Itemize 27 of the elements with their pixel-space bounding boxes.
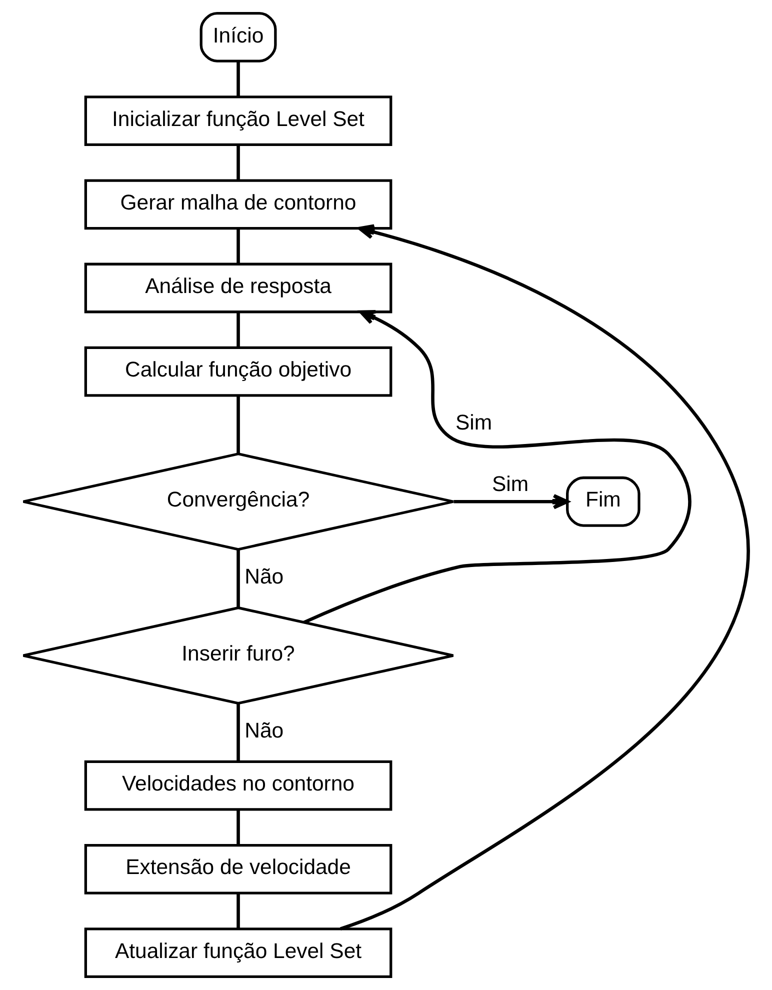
connector [236,704,240,762]
connector [236,62,240,97]
edge-label: Sim [492,472,529,496]
node-box: Extensão de velocidade [84,844,392,894]
node-box: Velocidades no contorno [84,760,392,811]
arrow [340,224,750,930]
arrow [303,310,692,624]
connector [236,145,240,180]
node-box: Atualizar função Level Set [84,928,392,978]
node-box: Análise de resposta [84,262,392,314]
node-box: Fim [566,476,640,527]
connector [236,894,240,929]
node-box: Início [200,12,277,62]
connector [236,312,240,348]
node-box: Inicializar função Level Set [84,96,392,146]
node-diamond: Inserir furo? [22,606,455,705]
connector [236,228,240,264]
edge-label: Não [244,720,284,743]
connector [236,810,240,846]
connector [236,396,240,454]
connector [236,550,240,608]
node-box: Calcular função objetivo [84,346,392,397]
edge-label: Sim [456,412,492,435]
edge-label: Não [244,566,284,589]
arrow [454,494,569,510]
node-box: Gerar malha de contorno [84,179,392,230]
node-diamond: Convergência? [22,452,455,551]
